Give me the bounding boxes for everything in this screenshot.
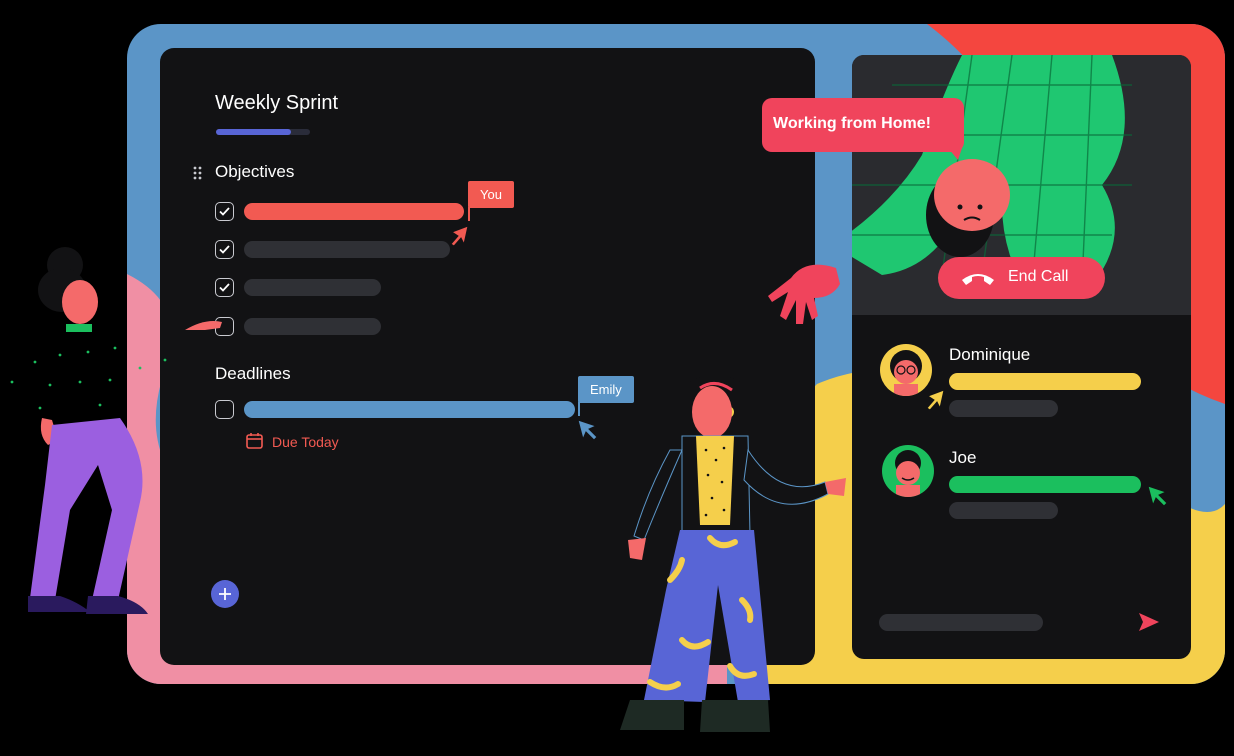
avatar-joe[interactable] — [882, 445, 934, 497]
participant-bar-dominique — [949, 373, 1141, 390]
cursor-tag-you-stem — [468, 207, 470, 221]
plus-icon — [219, 588, 231, 600]
checkmark-icon — [219, 283, 230, 292]
objectives-heading: Objectives — [215, 162, 295, 181]
end-call-button[interactable]: End Call — [938, 257, 1105, 299]
objective-checkbox-1[interactable] — [215, 202, 234, 221]
objective-bar-4[interactable] — [244, 318, 381, 335]
sprint-title: Weekly Sprint — [215, 92, 339, 114]
phone-hangup-icon — [962, 274, 994, 285]
sprint-progress-track — [216, 129, 310, 135]
hand-illustration — [768, 264, 840, 324]
status-bubble-text: Working from Home! — [773, 115, 931, 132]
cursor-arrow-icon — [926, 389, 945, 411]
deadline-checkbox-1[interactable] — [215, 400, 234, 419]
cursor-arrow-icon — [450, 225, 469, 247]
send-icon[interactable] — [1138, 612, 1160, 632]
objective-bar-1[interactable] — [244, 203, 464, 220]
cursor-arrow-icon — [577, 419, 598, 441]
checkmark-icon — [219, 207, 230, 216]
deadlines-heading: Deadlines — [215, 364, 291, 383]
participant-name-joe: Joe — [949, 448, 977, 467]
participant-subbar-dominique — [949, 400, 1058, 417]
participant-bar-joe — [949, 476, 1141, 493]
sprint-progress-fill — [216, 129, 292, 135]
person-illustration-center — [620, 375, 846, 732]
calendar-icon — [246, 432, 263, 454]
person-illustration-left — [10, 247, 222, 614]
objective-bar-2[interactable] — [244, 241, 450, 258]
cursor-tag-emily: Emily — [578, 376, 634, 403]
caller-illustration — [852, 55, 1132, 286]
avatar-joe-face — [895, 450, 921, 497]
chat-input[interactable] — [879, 614, 1043, 631]
add-button[interactable] — [211, 580, 239, 608]
cursor-tag-emily-stem — [578, 402, 580, 416]
objective-bar-3[interactable] — [244, 279, 381, 296]
end-call-label: End Call — [1008, 268, 1069, 285]
cursor-arrow-icon — [1147, 485, 1168, 507]
cursor-tag-you-label: You — [480, 187, 502, 202]
participant-subbar-joe — [949, 502, 1058, 519]
cursor-tag-you: You — [468, 181, 514, 208]
status-speech-bubble: Working from Home! — [762, 98, 964, 160]
due-today-label: Due Today — [272, 434, 339, 450]
drag-handle-icon[interactable] — [193, 166, 203, 185]
avatar-dominique[interactable] — [880, 344, 932, 396]
avatar-dominique-face — [890, 350, 922, 396]
deadline-bar-1[interactable] — [244, 401, 575, 418]
cursor-tag-emily-label: Emily — [590, 382, 622, 397]
bubble-tail — [948, 148, 962, 160]
participant-name-dominique: Dominique — [949, 345, 1031, 364]
objective-checkbox-3[interactable] — [215, 278, 234, 297]
checkmark-icon — [219, 245, 230, 254]
objective-checkbox-2[interactable] — [215, 240, 234, 259]
